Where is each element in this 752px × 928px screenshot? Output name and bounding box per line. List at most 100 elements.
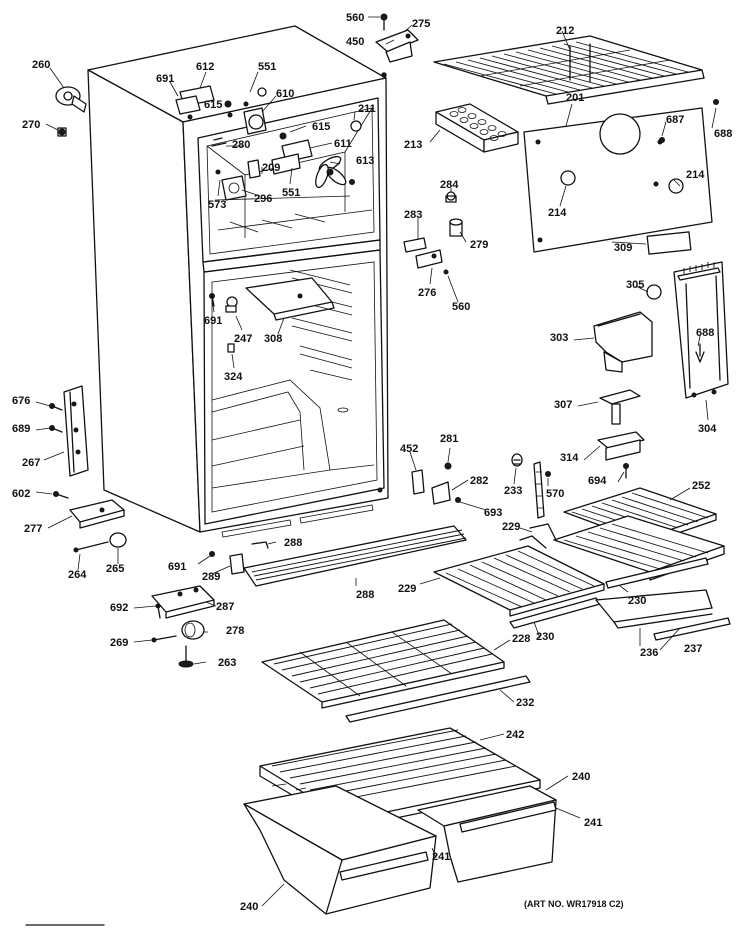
callout-c283: 283 <box>404 209 422 221</box>
callout-c209: 209 <box>262 162 280 174</box>
callout-c240b: 240 <box>240 901 258 913</box>
crisper-drawers <box>243 785 557 915</box>
evaporator-cover-201 <box>523 99 719 253</box>
callout-c691a: 691 <box>156 73 174 85</box>
callout-c288b: 288 <box>356 589 374 601</box>
callout-c247: 247 <box>234 333 252 345</box>
rails-230-236-237 <box>509 557 731 641</box>
callout-c277: 277 <box>24 523 42 535</box>
callout-c232: 232 <box>516 697 534 709</box>
callout-c281: 281 <box>440 433 458 445</box>
callout-c267: 267 <box>22 457 40 469</box>
callout-c303: 303 <box>550 332 568 344</box>
callout-c282: 282 <box>470 475 488 487</box>
callout-c289: 289 <box>202 571 220 583</box>
callout-c309: 309 <box>614 242 632 254</box>
callout-c276: 276 <box>418 287 436 299</box>
callout-c693: 693 <box>484 507 502 519</box>
callout-c233: 233 <box>504 485 522 497</box>
callout-c687: 687 <box>666 114 684 126</box>
callout-c551a: 551 <box>258 61 276 73</box>
callout-c551b: 551 <box>282 187 300 199</box>
door-panel-304 <box>673 261 729 399</box>
callout-c211: 211 <box>358 103 376 115</box>
callout-c450: 450 <box>346 36 364 48</box>
part-233-570 <box>511 453 551 519</box>
crossbar-288 <box>209 525 467 587</box>
callout-c615a: 615 <box>204 99 222 111</box>
cabinet <box>87 25 389 538</box>
callout-c240a: 240 <box>572 771 590 783</box>
callout-c613: 613 <box>356 155 374 167</box>
callout-c691c: 691 <box>168 561 186 573</box>
callout-c688b: 688 <box>696 327 714 339</box>
art-number: (ART NO. WR17918 C2) <box>524 899 624 909</box>
callout-c241b: 241 <box>432 851 450 863</box>
callout-c676: 676 <box>12 395 30 407</box>
callout-c560b: 560 <box>452 301 470 313</box>
callout-c280: 280 <box>232 139 250 151</box>
dispenser-parts <box>593 284 662 479</box>
callout-c229a: 229 <box>502 521 520 533</box>
callout-c228: 228 <box>512 633 530 645</box>
freezer-wire-shelf-212 <box>433 35 705 105</box>
shelf-228 <box>261 619 505 709</box>
callout-c284: 284 <box>440 179 459 191</box>
callout-c288a: 288 <box>284 537 302 549</box>
label-309 <box>646 231 692 255</box>
callout-c252: 252 <box>692 480 710 492</box>
damper-control-group <box>403 191 463 275</box>
left-hinge-bracket <box>49 385 125 529</box>
callout-c213: 213 <box>404 139 422 151</box>
top-hinge <box>375 13 419 63</box>
callout-c201: 201 <box>566 92 584 104</box>
fresh-food-small-parts <box>209 277 335 353</box>
callout-c212: 212 <box>556 25 574 37</box>
callout-c229b: 229 <box>398 583 416 595</box>
center-small-parts <box>411 462 461 505</box>
callout-c452: 452 <box>400 443 418 455</box>
callout-c694: 694 <box>588 475 607 487</box>
leader-lines <box>35 16 717 907</box>
callout-c263: 263 <box>218 657 236 669</box>
callout-c279: 279 <box>470 239 488 251</box>
callout-c314: 314 <box>560 452 579 464</box>
callout-c241a: 241 <box>584 817 602 829</box>
ice-tray-213 <box>435 103 519 153</box>
callout-c307: 307 <box>554 399 572 411</box>
callout-c237: 237 <box>684 643 702 655</box>
callout-c610: 610 <box>276 88 294 100</box>
callout-c214b: 214 <box>548 207 567 219</box>
shelf-229-left <box>433 535 605 617</box>
callout-c308: 308 <box>264 333 282 345</box>
rail-232 <box>345 675 531 723</box>
callout-c214a: 214 <box>686 169 705 181</box>
callout-c265: 265 <box>106 563 124 575</box>
callout-c242: 242 <box>506 729 524 741</box>
callout-c612: 612 <box>196 61 214 73</box>
callout-c688a: 688 <box>714 128 732 140</box>
leveling-leg-264-265 <box>73 532 127 553</box>
callout-c611: 611 <box>334 138 352 150</box>
callout-c278: 278 <box>226 625 244 637</box>
callout-c691b: 691 <box>204 315 222 327</box>
callout-c570: 570 <box>546 488 564 500</box>
roller-bracket-group <box>151 585 215 668</box>
callout-c264: 264 <box>68 569 87 581</box>
callout-c573: 573 <box>208 199 226 211</box>
callout-c230b: 230 <box>536 631 554 643</box>
callout-c275: 275 <box>412 18 430 30</box>
callout-c304: 304 <box>698 423 717 435</box>
callout-c269: 269 <box>110 637 128 649</box>
callout-c324: 324 <box>224 371 243 383</box>
part-260-and-270 <box>55 86 87 137</box>
freezer-fan-assembly <box>175 85 362 201</box>
callout-c305: 305 <box>626 279 644 291</box>
callout-c615b: 615 <box>312 121 330 133</box>
callout-c560a: 560 <box>346 12 364 24</box>
callout-c692: 692 <box>110 602 128 614</box>
callout-c296: 296 <box>254 193 272 205</box>
callout-c689: 689 <box>12 423 30 435</box>
callout-c236: 236 <box>640 647 658 659</box>
